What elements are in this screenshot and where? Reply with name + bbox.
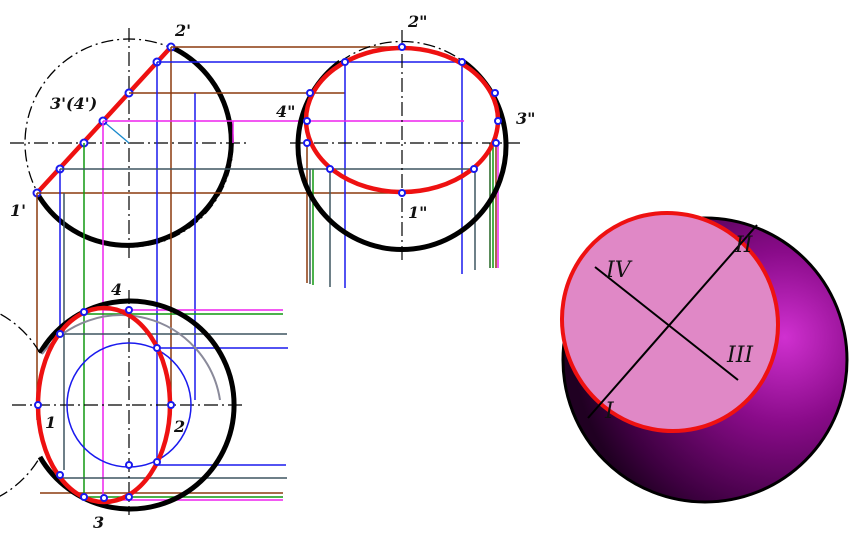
plan-point xyxy=(56,330,64,338)
label-plan-1: 1 xyxy=(45,413,56,432)
labels: 1' 2' 3'(4') 2" 1" 4" 3" 1 2 3 4 I II II… xyxy=(10,12,754,532)
label-iso-II: II xyxy=(734,233,754,258)
plan-points xyxy=(34,306,175,502)
label-frontal-2: 2' xyxy=(174,21,191,40)
label-plan-3: 3 xyxy=(93,513,104,532)
plan-point xyxy=(80,308,88,316)
plan-shadow-arc xyxy=(41,314,221,401)
profile-point xyxy=(470,165,478,173)
label-frontal-1: 1' xyxy=(10,201,26,220)
profile-sphere-outline xyxy=(295,59,509,252)
label-iso-I: I xyxy=(604,399,615,424)
plan-point xyxy=(125,461,133,469)
plan-view xyxy=(0,290,245,515)
label-iso-III: III xyxy=(726,343,754,368)
profile-point xyxy=(458,58,466,66)
profile-point xyxy=(303,139,311,147)
plan-point-4 xyxy=(125,306,133,314)
label-profile-4: 4" xyxy=(276,102,295,121)
iso-cut-face xyxy=(560,210,780,434)
profile-point-3 xyxy=(494,117,502,125)
iso-axis-IV-III xyxy=(594,266,739,381)
profile-point xyxy=(306,89,314,97)
frontal-view xyxy=(10,28,250,262)
profile-point-4 xyxy=(303,117,311,125)
profile-point xyxy=(326,165,334,173)
iso-axis-I-II xyxy=(587,224,758,419)
profile-point xyxy=(491,89,499,97)
plan-sphere-outline xyxy=(37,298,237,512)
frontal-sphere-outline xyxy=(34,44,234,248)
profile-point-2 xyxy=(398,43,406,51)
plan-point xyxy=(153,458,161,466)
iso-view xyxy=(560,210,849,504)
label-plan-4: 4 xyxy=(111,280,122,299)
frontal-radius-tick xyxy=(102,120,130,144)
label-profile-3: 3" xyxy=(516,109,535,128)
plan-point-2 xyxy=(167,401,175,409)
profile-point xyxy=(492,139,500,147)
plan-point xyxy=(153,344,161,352)
profile-points xyxy=(303,43,502,197)
label-frontal-3-4: 3'(4') xyxy=(50,94,97,113)
label-iso-IV: IV xyxy=(605,258,633,283)
plan-point xyxy=(80,493,88,501)
label-plan-2: 2 xyxy=(173,417,185,436)
profile-removed-outline xyxy=(339,40,465,63)
label-profile-2: 2" xyxy=(407,12,427,31)
label-profile-1: 1" xyxy=(408,203,427,222)
profile-view xyxy=(290,30,520,262)
plan-point-3 xyxy=(100,494,108,502)
profile-point-1 xyxy=(398,189,406,197)
profile-point xyxy=(341,58,349,66)
plan-point-1 xyxy=(34,401,42,409)
plan-point xyxy=(56,471,64,479)
plan-point xyxy=(125,493,133,501)
